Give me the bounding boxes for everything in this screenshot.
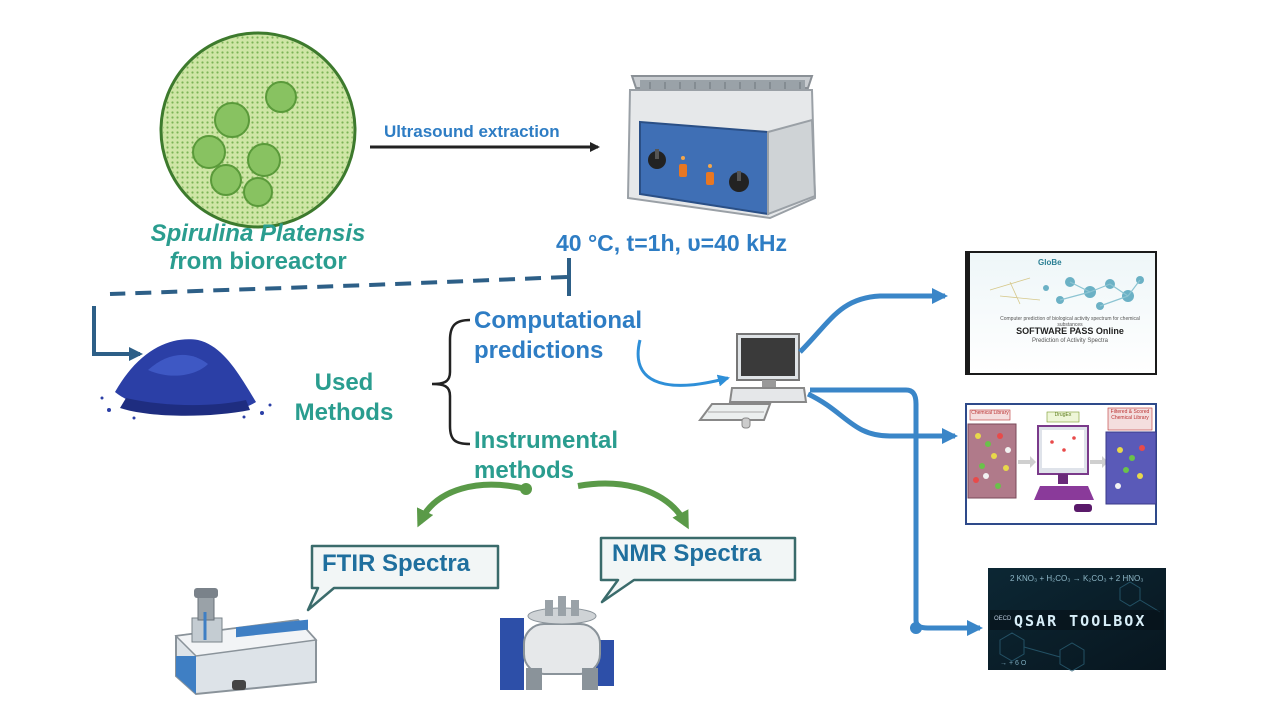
ftir-instrument-icon xyxy=(174,588,318,696)
panel-mid-label: DrugEx xyxy=(1054,412,1072,418)
extraction-conditions: 40 °C, t=1h, υ=40 kHz xyxy=(556,230,787,256)
source-label: Spirulina Platensis from bioreactor xyxy=(128,220,388,276)
qsar-arrow-dot xyxy=(910,622,922,634)
qsar-formula: 2 KNO₃ + H₂CO₃ → K₂CO₃ + 2 HNO₃ xyxy=(1010,574,1144,583)
pass-subtitle: Prediction of Activity Spectra xyxy=(1031,338,1109,344)
computer-icon xyxy=(698,333,808,429)
qsar-small: → + 6 O xyxy=(1000,660,1027,667)
pass-online-thumbnail xyxy=(965,251,1157,375)
panel-right-label: Filtered & Scored Chemical Library xyxy=(1110,409,1150,421)
powder-arrow xyxy=(92,306,143,361)
arrow-to-qsar xyxy=(810,387,983,636)
computational-arrow xyxy=(636,339,730,387)
instrumental-label: Instrumental methods xyxy=(474,427,619,484)
drug-library-thumbnail xyxy=(965,403,1157,525)
computational-label: Computational predictions xyxy=(474,307,642,364)
spirulina-powder-icon xyxy=(100,339,272,420)
source-origin: from bioreactor xyxy=(169,248,347,275)
arrow-to-pass xyxy=(798,288,948,354)
arrow-to-ftir xyxy=(416,481,527,528)
ftir-bubble xyxy=(306,544,500,612)
source-name: Spirulina Platensis xyxy=(150,220,366,247)
ftir-label: FTIR Spectra xyxy=(322,550,471,577)
spirulina-cell-icon xyxy=(159,31,357,229)
pass-logo: GloBe xyxy=(1038,258,1062,267)
nmr-label: NMR Spectra xyxy=(612,540,762,567)
qsar-toolbox-thumbnail xyxy=(988,568,1166,672)
arrow-to-drug-library xyxy=(806,391,958,444)
methods-brace xyxy=(431,318,471,446)
pass-title: SOFTWARE PASS Online xyxy=(1016,326,1124,336)
nmr-bubble xyxy=(599,536,797,604)
pass-headline: Computer prediction of biological activi… xyxy=(1000,316,1140,328)
arrow-to-nmr xyxy=(577,480,689,530)
qsar-prefix: OECD xyxy=(994,616,1012,622)
ultrasonic-bath-icon xyxy=(626,75,817,220)
used-methods-label: Used Methods xyxy=(294,369,394,426)
qsar-title: QSAR TOOLBOX xyxy=(1014,612,1147,630)
dashed-connector xyxy=(109,275,568,296)
panel-left-label: Chemical Library xyxy=(971,410,1009,416)
extraction-label: Ultrasound extraction xyxy=(384,122,560,141)
nmr-instrument-icon xyxy=(500,596,614,690)
